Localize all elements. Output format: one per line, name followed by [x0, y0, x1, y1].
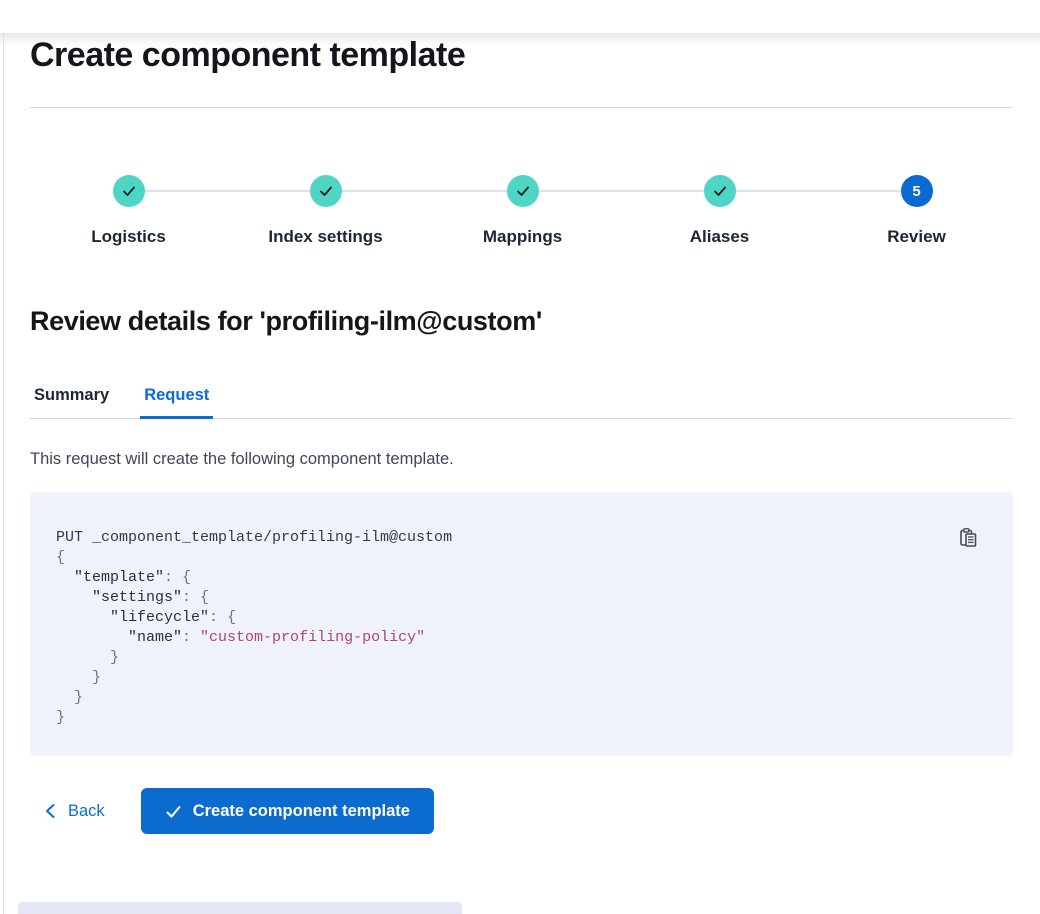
check-icon — [165, 803, 182, 820]
wizard-step-logistics[interactable]: Logistics — [30, 158, 227, 248]
chevron-left-icon — [44, 803, 57, 819]
copy-to-clipboard-button[interactable] — [956, 527, 980, 551]
back-button-label: Back — [68, 801, 105, 820]
code-line: "template": { — [74, 569, 192, 586]
create-component-template-button-label: Create component template — [192, 801, 410, 820]
code-line: "name": "custom-profiling-policy" — [128, 629, 426, 646]
step-complete-check-icon[interactable] — [309, 175, 342, 207]
code-line: { — [56, 549, 66, 566]
code-line: "lifecycle": { — [110, 609, 237, 626]
step-label-aliases: Aliases — [689, 227, 750, 246]
request-code-panel: PUT _component_template/profiling-ilm@cu… — [30, 492, 1013, 756]
request-code-block: PUT _component_template/profiling-ilm@cu… — [56, 528, 953, 728]
code-line: } — [56, 709, 66, 726]
step-label-review: Review — [887, 227, 946, 246]
review-heading: Review details for 'profiling-ilm@custom… — [30, 306, 542, 336]
back-button[interactable]: Back — [44, 802, 105, 821]
tab-summary[interactable]: Summary — [30, 380, 113, 418]
code-line: } — [56, 649, 120, 666]
wizard-step-mappings[interactable]: Mappings — [424, 158, 621, 248]
step-complete-check-icon[interactable] — [703, 175, 736, 207]
wizard-step-index-settings[interactable]: Index settings — [227, 158, 424, 248]
code-line: } — [56, 689, 84, 706]
create-component-template-page: Create component template Logistics Index… — [0, 33, 1040, 834]
title-divider — [30, 107, 1013, 108]
review-tabs: Summary Request — [30, 380, 1013, 419]
copy-clipboard-icon — [958, 527, 979, 551]
step-complete-check-icon[interactable] — [506, 175, 539, 207]
code-line: "settings": { — [92, 589, 210, 606]
step-label-logistics: Logistics — [91, 227, 166, 246]
page-title: Create component template — [30, 36, 466, 74]
step-label-index-settings: Index settings — [268, 227, 383, 246]
step-complete-check-icon[interactable] — [112, 175, 145, 207]
tab-request[interactable]: Request — [140, 380, 214, 419]
code-line: } — [56, 669, 102, 686]
code-line: PUT _component_template/profiling-ilm@cu… — [56, 529, 453, 546]
step-label-mappings: Mappings — [482, 227, 563, 246]
wizard-footer-actions: Back Create component template — [30, 788, 1013, 834]
request-description: This request will create the following c… — [30, 450, 454, 468]
wizard-step-aliases[interactable]: Aliases — [621, 158, 818, 248]
bottom-panel-edge — [18, 902, 462, 914]
window-left-border — [3, 33, 4, 914]
create-component-template-button[interactable]: Create component template — [140, 788, 434, 834]
step-current-number[interactable]: 5 — [900, 175, 933, 207]
